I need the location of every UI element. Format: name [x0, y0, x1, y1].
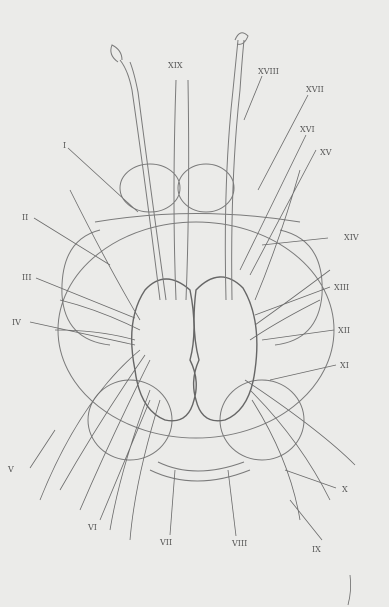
- leader-ix: [290, 500, 322, 540]
- bristle-12: [250, 300, 320, 340]
- label-viii: VIII: [231, 539, 247, 548]
- bristle-13: [255, 270, 330, 325]
- central-right-body: [194, 277, 257, 421]
- antenna-tip-right: [235, 33, 248, 45]
- antenna-tip-left: [111, 45, 122, 62]
- upper-left-lobe: [120, 164, 180, 212]
- bristle-11: [70, 190, 140, 320]
- central-left-body: [132, 279, 197, 421]
- outer-ring: [58, 222, 334, 438]
- leader-xvii: [258, 95, 308, 190]
- lower-right-lobe: [220, 380, 304, 460]
- upper-band: [95, 214, 300, 223]
- label-xv: XV: [320, 148, 332, 157]
- label-xii: XII: [338, 326, 350, 335]
- label-xvi: XVI: [300, 125, 315, 134]
- leader-vii: [170, 470, 175, 535]
- bristle-1: [40, 350, 140, 500]
- label-xi: XI: [340, 361, 349, 370]
- label-x: X: [342, 485, 348, 494]
- label-xiv: XIV: [344, 233, 359, 242]
- bristle-6: [245, 380, 355, 465]
- label-xix: XIX: [168, 61, 183, 70]
- label-v: V: [7, 465, 14, 474]
- leader-xv: [250, 150, 316, 275]
- leader-iv: [30, 322, 135, 345]
- label-xiii: XIII: [334, 283, 349, 292]
- right-side-lobe: [275, 230, 322, 345]
- label-xvii: XVII: [306, 85, 324, 94]
- leader-xvi: [240, 135, 306, 270]
- label-iv: IV: [12, 318, 21, 327]
- leader-v: [30, 430, 55, 468]
- leader-xiv: [262, 238, 328, 245]
- right-antenna: [232, 40, 244, 300]
- label-xviii: XVIII: [258, 67, 279, 76]
- left-antenna-b: [130, 62, 166, 300]
- label-ii: II: [22, 213, 28, 222]
- leader-vi: [100, 400, 150, 520]
- bristle-7: [250, 390, 330, 500]
- leader-ii: [34, 218, 110, 265]
- label-vi: VI: [87, 523, 97, 532]
- leader-xi: [270, 365, 336, 380]
- leader-viii: [228, 470, 236, 536]
- lower-arc-inner: [158, 462, 244, 471]
- label-iii: III: [22, 273, 31, 282]
- left-antenna: [120, 60, 160, 300]
- center-ray-1: [174, 80, 176, 300]
- center-ray-2: [186, 80, 189, 300]
- bristle-2: [60, 355, 145, 490]
- lower-arc: [150, 470, 250, 481]
- leader-i: [68, 148, 138, 212]
- label-ix: IX: [312, 545, 321, 554]
- leader-x: [285, 470, 336, 488]
- label-i: I: [63, 141, 66, 150]
- tail-stroke: [348, 575, 351, 605]
- leader-iii: [36, 278, 135, 318]
- bristle-5: [130, 400, 160, 540]
- label-vii: VII: [159, 538, 172, 547]
- bristle-10: [55, 330, 135, 340]
- leader-xviii: [244, 76, 262, 120]
